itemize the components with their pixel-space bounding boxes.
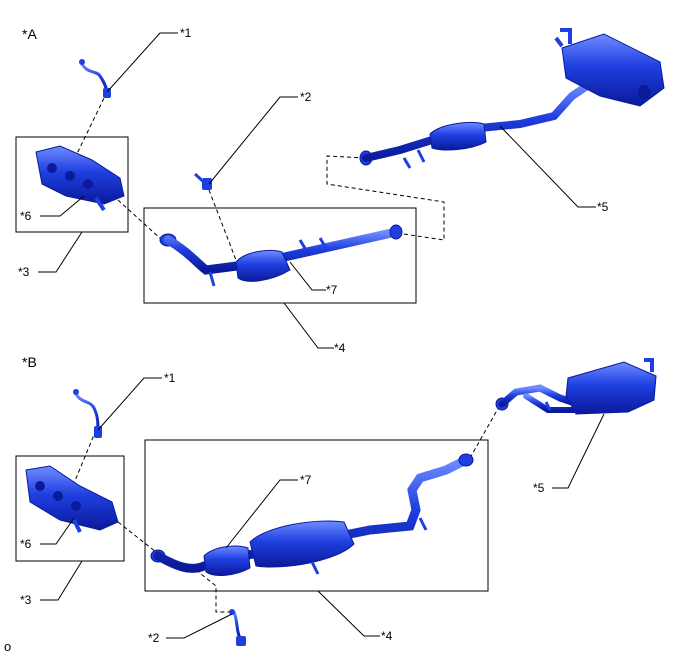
oxygen-sensor-b2 [229, 609, 246, 646]
section-b-title: *B [22, 354, 37, 370]
callout-a-7: *7 [326, 283, 338, 297]
front-pipe-b [150, 453, 474, 576]
frame-b-exhaust-manifold [15, 455, 125, 562]
callout-a-3: *3 [18, 265, 30, 279]
callout-a-2: *2 [300, 90, 312, 104]
callout-b-2: *2 [148, 631, 160, 645]
frame-b-front-pipe [144, 439, 489, 592]
callout-a-5: *5 [597, 200, 609, 214]
callout-b-6: *6 [20, 537, 32, 551]
section-b [15, 358, 657, 646]
callout-a-6: *6 [20, 209, 32, 223]
front-pipe-a [159, 224, 403, 287]
callout-a-1: *1 [180, 26, 192, 40]
callout-b-4: *4 [381, 629, 393, 643]
frame-a-front-pipe [143, 207, 417, 304]
exhaust-manifold-a [35, 145, 125, 212]
oxygen-sensor-b1 [73, 389, 102, 438]
callout-b-5: *5 [533, 481, 545, 495]
section-a-title: *A [22, 26, 37, 42]
dashed-connections-b [71, 404, 501, 613]
leader-lines-a [38, 32, 596, 349]
frame-a-exhaust-manifold [15, 136, 129, 233]
tail-pipe-muffler-a [359, 28, 665, 169]
callout-b-3: *3 [20, 593, 32, 607]
section-a [15, 28, 665, 349]
tail-pipe-muffler-b [495, 358, 657, 415]
callout-a-4: *4 [334, 341, 346, 355]
callout-b-7: *7 [300, 473, 312, 487]
callout-b-1: *1 [164, 371, 176, 385]
figure-code: o [4, 639, 12, 654]
exhaust-manifold-b [25, 465, 119, 533]
oxygen-sensor-a2 [193, 172, 212, 190]
leader-lines-b [40, 377, 605, 639]
oxygen-sensor-a1 [79, 59, 111, 98]
